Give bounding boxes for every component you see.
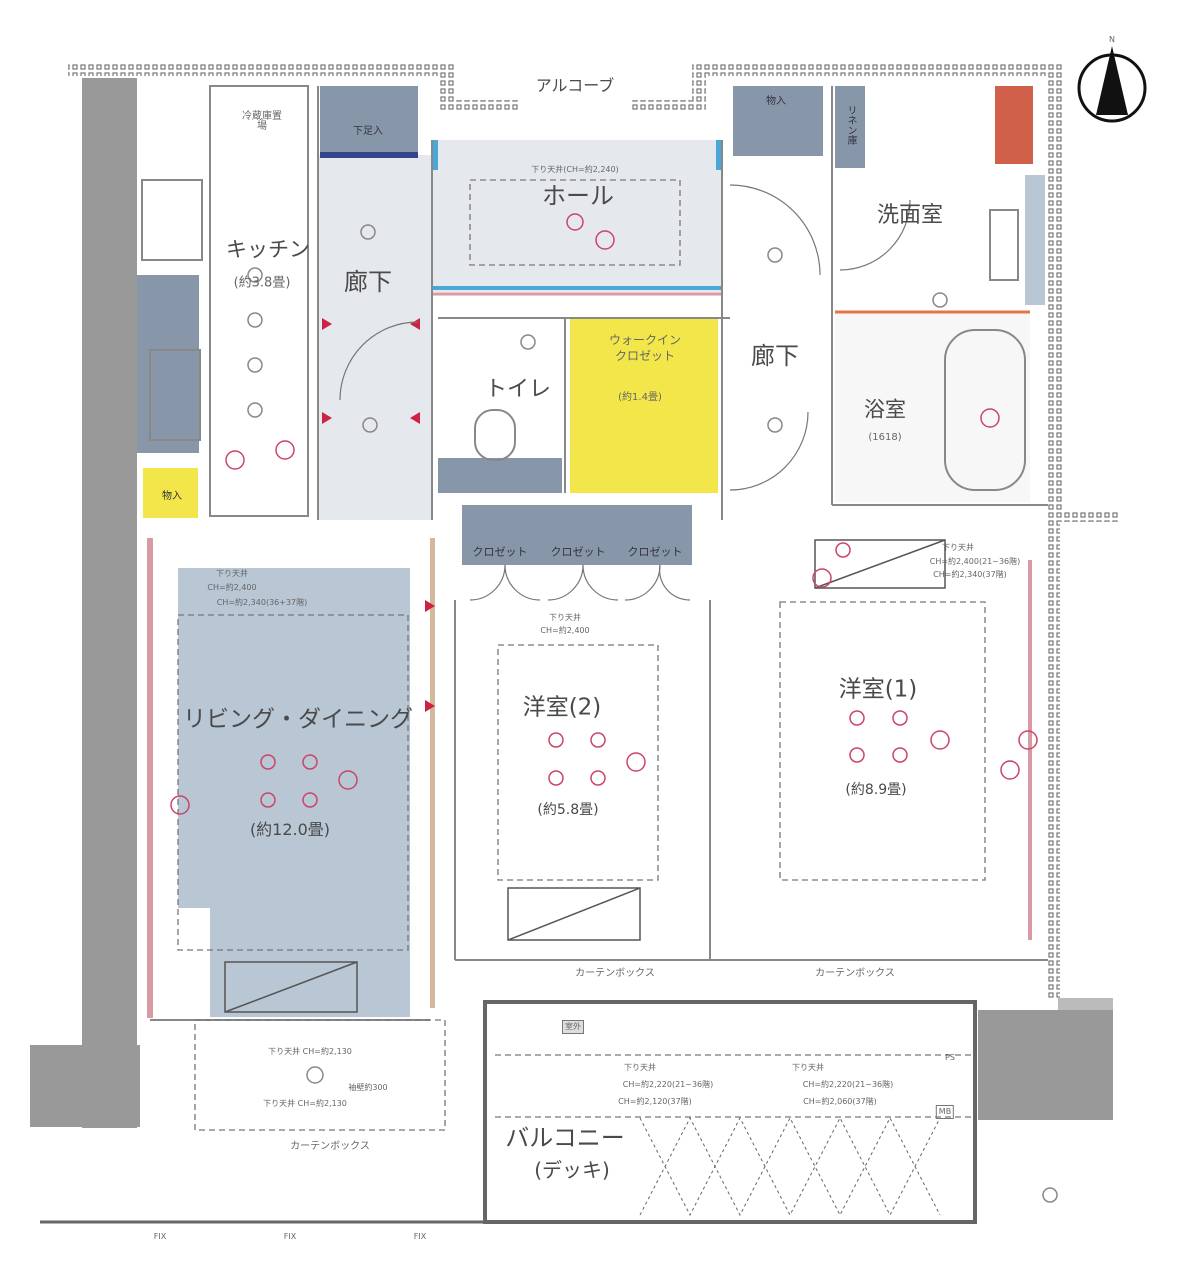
north-arrow-icon: [1077, 46, 1147, 123]
outlet-markers: [322, 318, 435, 712]
bathroom-label: 浴室: [864, 397, 906, 422]
structural-column: [978, 1010, 1113, 1120]
balcony-ceiling-note: CH=約2,060(37階): [803, 1097, 877, 1106]
fix-window-label: FIX: [283, 1232, 297, 1241]
fridge-label: 冷蔵庫置場: [242, 111, 282, 132]
w2-ceiling-note: 下り天井: [549, 613, 581, 622]
electrical-panel: [995, 86, 1033, 164]
closet-label: クロゼット: [627, 545, 683, 559]
lighting-fixtures: [170, 213, 1038, 815]
structural-column: [30, 1045, 140, 1127]
balcony-ceiling-note: CH=約2,220(21~36階): [802, 1080, 894, 1089]
closet-units: [462, 505, 692, 565]
outdoor-unit-tag: 室外: [562, 1020, 584, 1034]
closet-label: クロゼット: [472, 545, 528, 559]
sleeve-wall-note: 袖壁約300: [348, 1083, 388, 1092]
linen-label: リネン庫: [845, 105, 856, 145]
balcony-ceiling-note: CH=約2,220(21~36階): [622, 1080, 714, 1089]
storage-label-1: 物入: [766, 96, 786, 107]
w1-ceiling-note: 下り天井: [942, 543, 974, 552]
curtain-box-label: カーテンボックス: [290, 1141, 370, 1152]
alcove-label: アルコーブ: [535, 76, 615, 95]
lower-ceiling-note: 下り天井 CH=約2,130: [263, 1099, 347, 1108]
washroom-label: 洗面室: [876, 203, 944, 228]
exterior-wall: [68, 62, 1118, 1000]
mb-label: MB: [935, 1105, 955, 1119]
western2-size: (約5.8畳): [537, 802, 599, 818]
corridor-label-2: 廊下: [751, 342, 799, 370]
balcony-sub-label: (デッキ): [534, 1158, 610, 1182]
air-conditioner: [224, 539, 946, 1013]
wic-label-2: クロゼット: [614, 349, 676, 363]
western1-size: (約8.9畳): [845, 782, 907, 798]
lower-ceiling-note: 下り天井 CH=約2,130: [268, 1047, 352, 1056]
curtain-box-label: カーテンボックス: [815, 968, 895, 979]
curtain-box-label: カーテンボックス: [575, 968, 655, 979]
western1-label: 洋室(1): [838, 676, 918, 703]
ps-label: PS: [945, 1053, 955, 1062]
storage-label-2: 物入: [162, 491, 182, 502]
kitchen-size: (約3.8畳): [233, 275, 291, 291]
structural-column: [82, 78, 137, 1128]
balcony-label: バルコニー: [505, 1124, 625, 1152]
living-ceiling-note: 下り天井: [216, 569, 248, 578]
kitchen-label: キッチン: [226, 237, 310, 262]
living-ceiling-note: CH=約2,340(36+37階): [216, 598, 308, 607]
shoe-storage-label: 下足入: [353, 126, 383, 137]
hall-ceiling-note: 下り天井(CH=約2,240): [531, 165, 619, 174]
bathroom-size: (1618): [868, 432, 902, 443]
western2-label: 洋室(2): [522, 694, 602, 721]
storage-area-yellow: [143, 468, 198, 518]
door-swings: [339, 184, 911, 601]
shoe-storage-box: [320, 86, 418, 156]
interior-walls: [141, 85, 1048, 1021]
toilet-label: トイレ: [484, 377, 552, 402]
balcony-ceiling-note: 下り天井: [792, 1063, 824, 1072]
wic-size: (約1.4畳): [618, 392, 662, 403]
balcony-ceiling-note: CH=約2,120(37階): [618, 1097, 692, 1106]
wic-label-1: ウォークイン: [608, 333, 682, 347]
w1-ceiling-note: CH=約2,400(21~36階): [929, 557, 1021, 566]
living-size: (約12.0畳): [249, 820, 331, 839]
fix-window-label: FIX: [153, 1232, 167, 1241]
north-label: N: [1109, 35, 1115, 44]
living-ceiling-note: CH=約2,400: [207, 583, 257, 592]
closet-label: クロゼット: [550, 545, 606, 559]
walk-in-closet-area: [570, 318, 718, 493]
living-ceiling-area: [178, 568, 410, 908]
w1-ceiling-note: CH=約2,340(37階): [933, 570, 1007, 579]
w2-ceiling-note: CH=約2,400: [540, 626, 590, 635]
corridor-label-1: 廊下: [344, 268, 392, 296]
hall-area: [432, 140, 722, 292]
fix-window-label: FIX: [413, 1232, 427, 1241]
hall-label: ホール: [542, 182, 614, 210]
corridor-area: [318, 155, 432, 520]
balcony-outline: [40, 1000, 977, 1224]
living-label: リビング・ダイニング: [183, 706, 413, 733]
balcony-ceiling-note: 下り天井: [624, 1063, 656, 1072]
